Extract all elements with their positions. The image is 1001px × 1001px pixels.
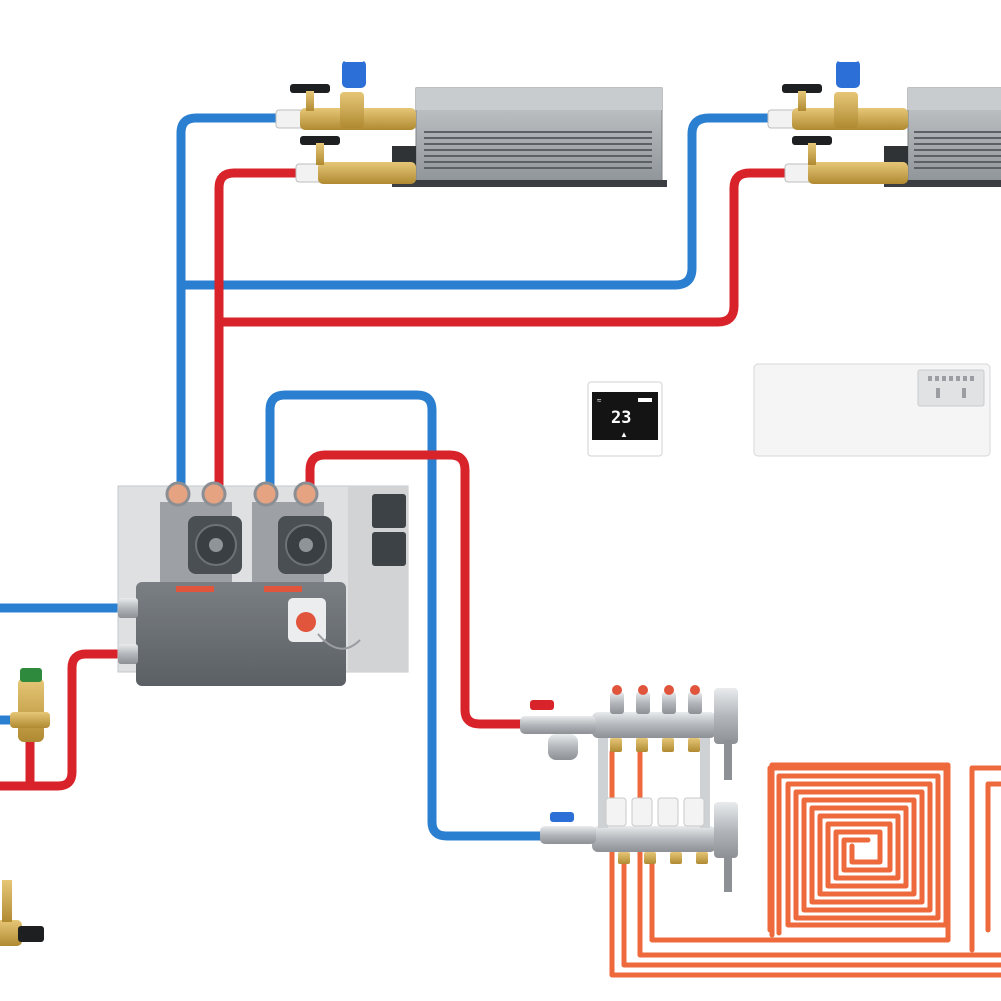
strainer-body [548, 734, 578, 760]
wiring-centre[interactable] [753, 363, 991, 457]
ball-valve-handle-blue[interactable] [550, 812, 574, 822]
mixing-station[interactable] [117, 481, 409, 686]
terminal-block [928, 376, 974, 381]
fan-coil-unit-2[interactable] [767, 56, 1001, 187]
fcu-base [392, 180, 667, 187]
ball-valve-stem-top [798, 91, 806, 111]
manifold-bracket [598, 738, 608, 828]
inlet-valve-body [0, 920, 22, 946]
air-vent [714, 688, 738, 744]
thermostat-temperature: 23 [611, 408, 631, 428]
supply-pipes [0, 168, 790, 791]
fcu-top-panel [908, 88, 1001, 110]
drain-valve [724, 856, 732, 892]
prv-fitting [10, 712, 50, 728]
drain-valve [724, 740, 732, 780]
ball-valve-handle-bottom[interactable] [300, 136, 340, 145]
wifi-icon: ≈ [597, 396, 602, 405]
actuator-cable [317, 633, 361, 650]
room-thermostat[interactable]: 23 ≈ ▲ [587, 381, 663, 457]
ball-valve-stem-bottom [316, 143, 324, 165]
manifold-return-inlet [540, 826, 596, 844]
manifold-supply-bar [592, 712, 716, 738]
actuator-cap [344, 56, 364, 62]
wiring-centre-panel [917, 369, 985, 407]
manifold-supply-inlet [520, 716, 596, 734]
return-pipe-manifold [265, 390, 545, 841]
pipe-connector [118, 644, 138, 664]
fcu-valve-body [340, 92, 364, 128]
ufh-spiral-coil-1 [767, 765, 949, 933]
led-indicator-icon [962, 388, 966, 398]
actuator-knob-icon[interactable] [296, 612, 316, 632]
flame-icon: ▲ [620, 430, 628, 439]
ball-valve-stem-top [306, 91, 314, 111]
fcu-drain-tray [392, 146, 416, 166]
inlet-valve[interactable] [0, 880, 44, 946]
ball-valve-handle-bottom[interactable] [792, 136, 832, 145]
inlet-pipe [18, 926, 44, 942]
ball-valve-handle-top[interactable] [290, 84, 330, 93]
insulation-clip [264, 586, 302, 592]
gauge-icon [201, 481, 227, 507]
relay-box [372, 494, 406, 528]
supply-pipe-left [0, 649, 125, 791]
return-pipe-fcu2 [176, 113, 773, 290]
gauge-icon [253, 481, 279, 507]
return-actuators [605, 797, 705, 827]
ball-valve-stem-bottom [808, 143, 816, 165]
inlet-valve-stem [2, 880, 12, 922]
prv-cap [20, 668, 42, 682]
relay-box [372, 532, 406, 566]
ball-valve-handle-top[interactable] [782, 84, 822, 93]
fcu-coil-fins [424, 131, 652, 169]
supply-pipe-manifold [305, 450, 530, 729]
supply-pipe-fcu1 [214, 168, 301, 491]
pump-1[interactable] [160, 481, 242, 592]
ufh-spiral-coil-2 [969, 765, 1001, 953]
fcu-base [884, 180, 1001, 187]
fcu-supply-fitting [318, 162, 416, 184]
manifold-bracket [700, 738, 710, 828]
fcu-drain-tray [884, 146, 908, 166]
return-pipe-fcu1 [176, 113, 281, 491]
manifold-return-bar [592, 826, 716, 852]
ball-valve-handle-red[interactable] [530, 700, 554, 710]
pressure-reducing-valve[interactable] [10, 668, 50, 742]
pipe-connector [118, 598, 138, 618]
fan-coil-unit-1[interactable] [275, 56, 667, 187]
actuator-icon [836, 60, 860, 88]
fcu-top-panel [416, 88, 662, 110]
led-indicator-icon [936, 388, 940, 398]
ufh-loop-leg [621, 859, 1001, 968]
fcu-valve-body [834, 92, 858, 128]
fcu-supply-fitting [808, 162, 908, 184]
ufh-spiral-coil-1-return [776, 773, 941, 936]
insulation-clip [176, 586, 214, 592]
thermostat-clock [638, 398, 652, 402]
supply-pipe-fcu2 [214, 168, 790, 327]
underfloor-manifold[interactable] [520, 685, 738, 892]
actuator-cap [838, 56, 858, 62]
ufh-spiral-coil-2-inner [985, 781, 1001, 933]
prv-body [18, 678, 44, 742]
manifold-outlets [610, 738, 708, 864]
air-vent [714, 802, 738, 858]
fcu-coil-fins [914, 131, 1001, 169]
flow-meters [610, 685, 702, 714]
gauge-icon [165, 481, 191, 507]
gauge-icon [293, 481, 319, 507]
pump-2[interactable] [252, 481, 332, 592]
underfloor-heating-loops [609, 749, 1001, 978]
pump-hub [299, 538, 313, 552]
pump-hub [209, 538, 223, 552]
actuator-icon [342, 60, 366, 88]
